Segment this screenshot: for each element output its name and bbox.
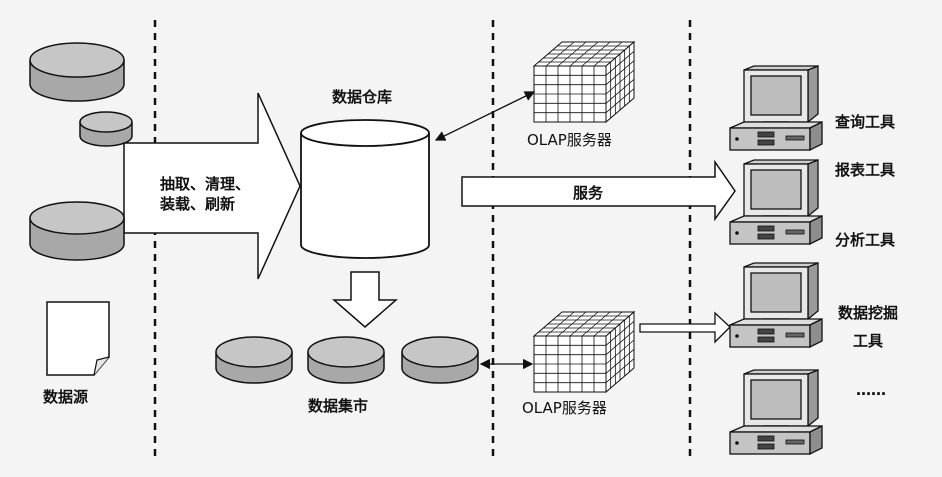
data-mart-disk-1	[215, 336, 293, 384]
olap-tools-arrow	[639, 311, 731, 344]
tool-label-report: 报表工具	[835, 161, 896, 179]
data-source-label: 数据源	[43, 388, 89, 406]
olap-server-bottom-label: OLAP服务器	[522, 399, 607, 417]
olap-server-top-label: OLAP服务器	[527, 131, 612, 149]
service-arrow	[461, 159, 736, 222]
tool-label-more: ……	[856, 381, 886, 399]
source-disk-large-bottom	[29, 201, 125, 261]
source-disk-large-top	[29, 42, 125, 102]
data-marts-label: 数据集市	[308, 397, 369, 415]
tool-label-query: 查询工具	[835, 113, 896, 131]
etl-arrow	[123, 92, 301, 280]
olap-cube-top	[532, 40, 636, 124]
tool-label-mining: 数据挖掘 工具	[837, 304, 898, 350]
etl-label-line1: 抽取、清理、	[160, 175, 251, 193]
data-warehouse-label: 数据仓库	[332, 88, 393, 106]
source-disk-small	[79, 111, 133, 147]
data-mart-disk-2	[307, 336, 385, 384]
column-dividers	[153, 20, 692, 460]
warehouse-cylinder	[300, 119, 430, 259]
tool-label-analysis: 分析工具	[835, 231, 896, 249]
etl-label-line2: 装载、刷新	[160, 195, 236, 213]
olap-cube-bottom	[532, 310, 636, 394]
client-computers	[729, 65, 823, 456]
down-arrow	[331, 271, 399, 328]
service-label: 服务	[573, 184, 604, 202]
warehouse-olap-connector	[434, 91, 536, 141]
data-mart-disk-3	[401, 336, 479, 384]
